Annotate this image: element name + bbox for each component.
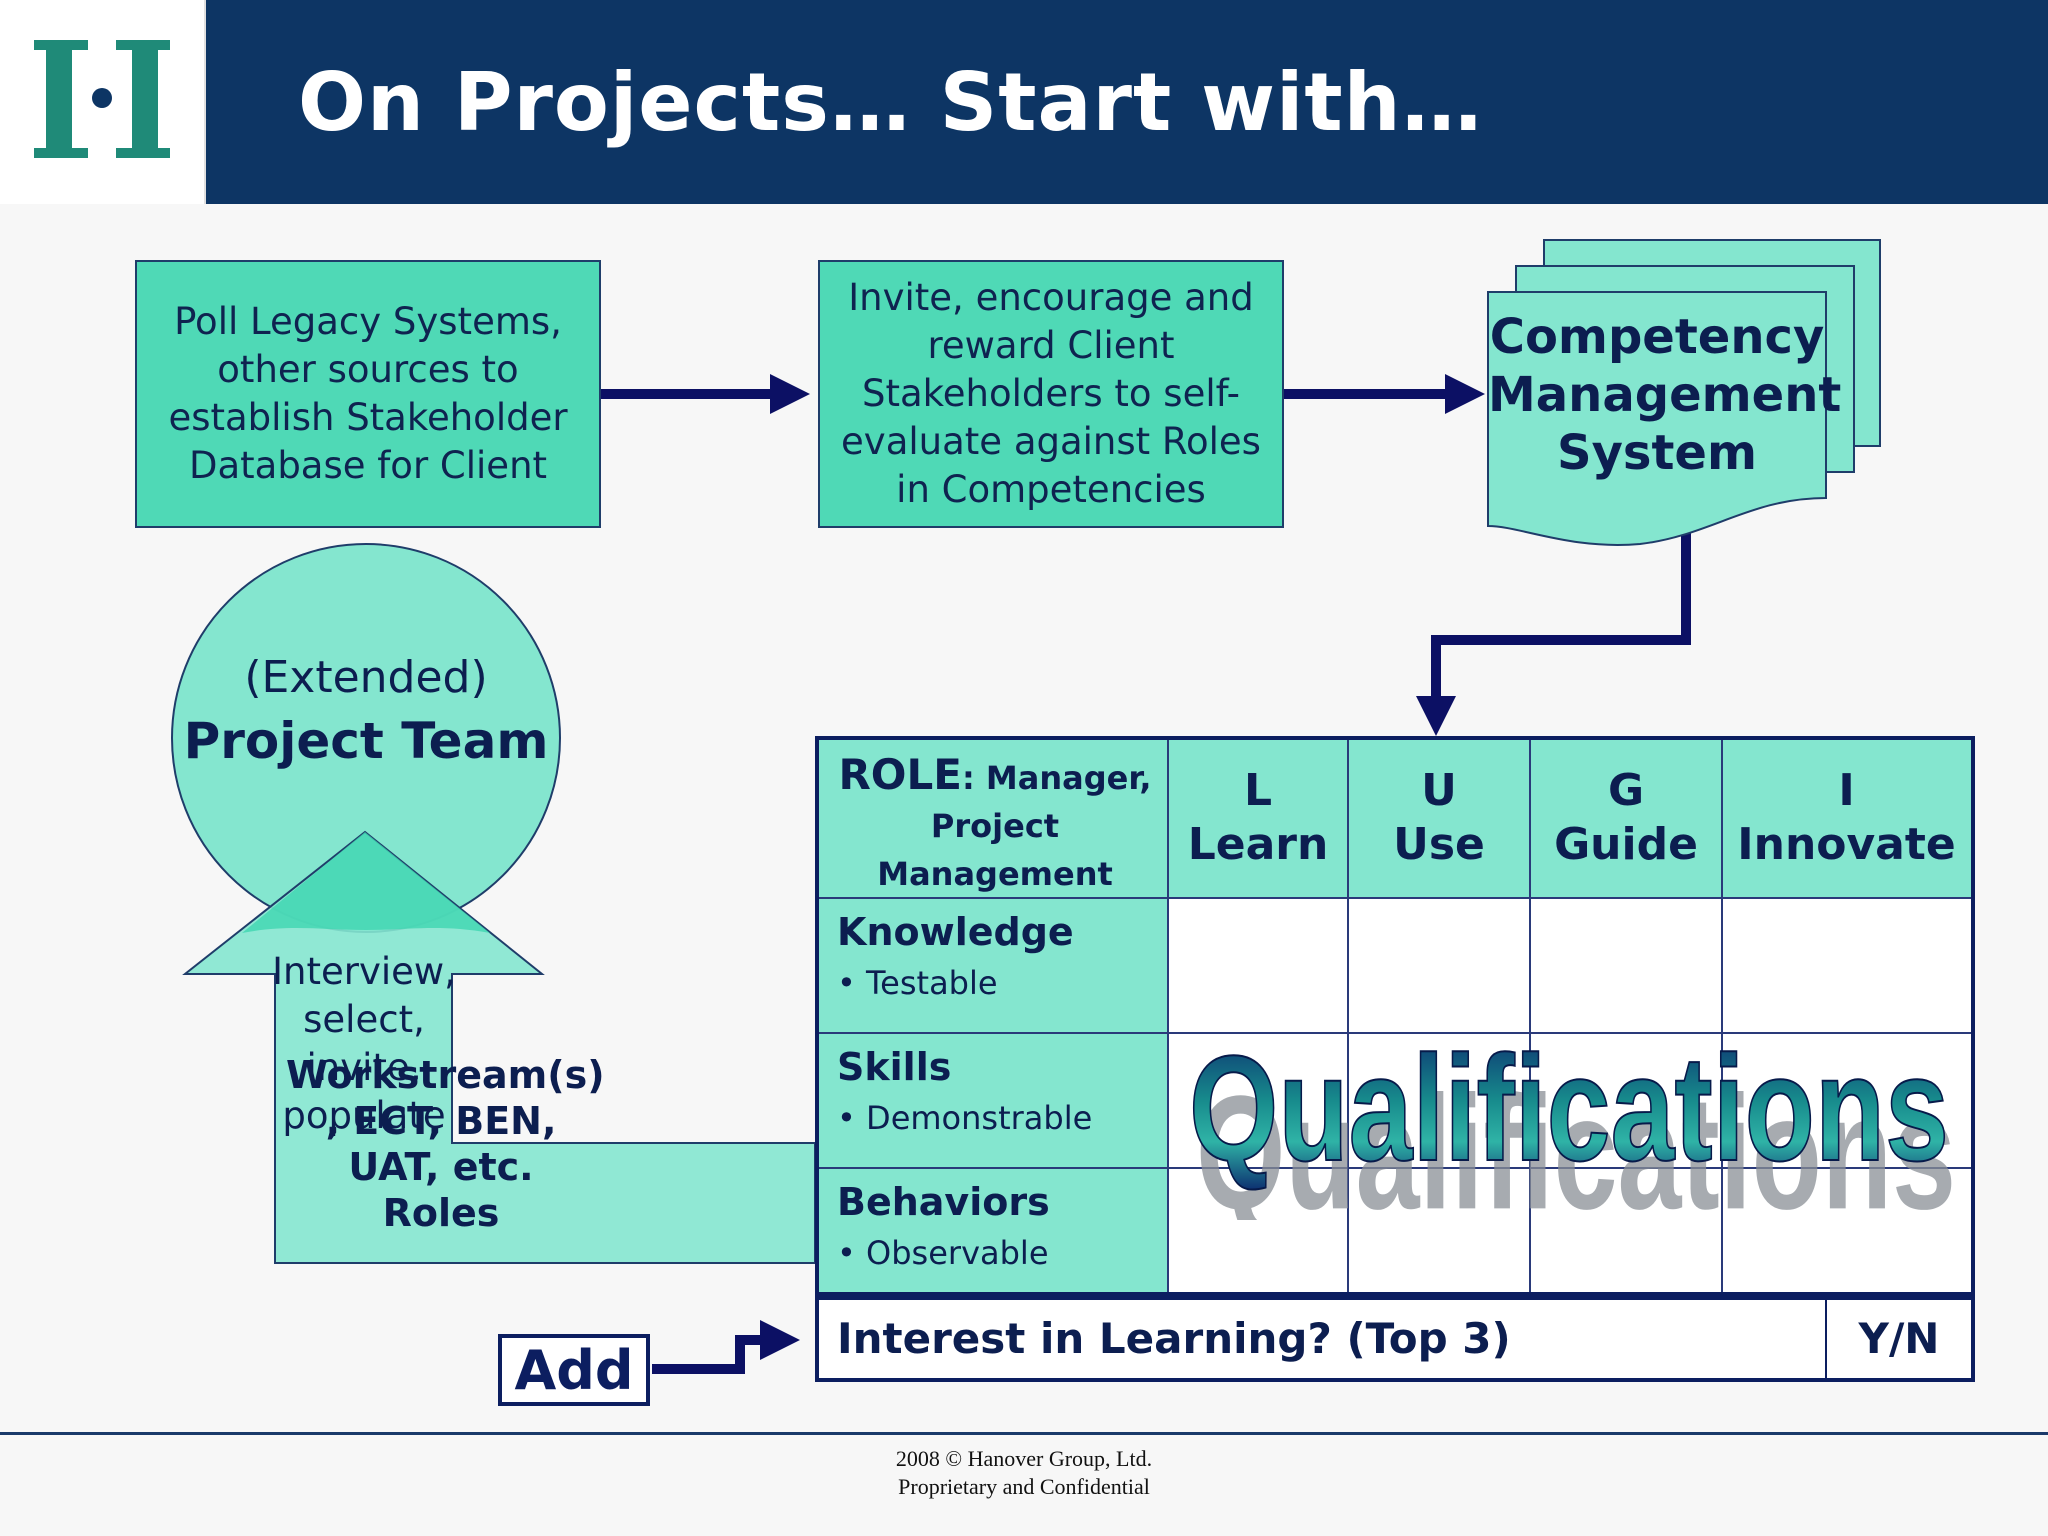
interview-text: Interview, [272,950,456,993]
guide-word: Guide [1554,819,1698,870]
cms-document-stack [1487,239,1881,546]
cms-label: Competency Management System [1488,309,1842,481]
footer-confidential: Proprietary and Confidential [898,1474,1150,1499]
invite-text: invite, [306,1046,422,1089]
knowledge-sub: • Testable [837,964,998,1002]
column-header-guide: G Guide [1530,764,1722,872]
page-title: On Projects… Start with… [298,56,1483,149]
use-letter: U [1421,765,1457,816]
extended-label: (Extended) [244,652,488,703]
yn-label: Y/N [1858,1314,1940,1363]
table-header-row [819,740,1971,898]
skills-title: Skills [837,1045,952,1089]
uat-text: UAT, etc. [348,1145,534,1189]
team-overlap [242,832,490,933]
learn-word: Learn [1187,819,1329,870]
innovate-word: Innovate [1737,819,1956,870]
arrow-text-roles: Workstream(s) , ECT, BEN, UAT, etc. Role… [286,1052,605,1236]
behaviors-sub: • Observable [837,1234,1049,1272]
row-head-behaviors: Behaviors • Observable [837,1180,1167,1272]
column-header-use: U Use [1348,764,1530,872]
arrow-cms-to-table [1416,520,1691,736]
use-word: Use [1393,819,1485,870]
workstream-text: Workstream(s) [286,1053,605,1097]
wordart-shadow: Qualifications [1196,1063,1956,1220]
role-table: ROLE: Manager, Project Management L Lear… [815,736,1975,1296]
role-value: : Manager, Project Management [877,759,1152,893]
poll-legacy-text: Poll Legacy Systems, other sources to es… [168,300,568,487]
interest-divider [1825,1300,1827,1378]
project-team-label: Project Team [183,712,549,770]
role-header-cell: ROLE: Manager, Project Management [825,754,1165,901]
wordart-text: Qualifications [1189,1024,1949,1192]
header-bar [0,0,2048,204]
column-header-learn: L Learn [1168,764,1348,872]
poll-legacy-box: Poll Legacy Systems, other sources to es… [135,260,601,528]
invite-stakeholders-box: Invite, encourage and reward Client Stak… [818,260,1284,528]
learn-letter: L [1243,765,1273,816]
innovate-letter: I [1838,765,1855,816]
interest-label: Interest in Learning? (Top 3) [837,1314,1511,1363]
populate-text: populate [282,1094,446,1137]
ect-ben-text: , ECT, BEN, [325,1099,557,1143]
skills-sub: • Demonstrable [837,1099,1093,1137]
select-text: select, [303,998,425,1041]
footer-divider [0,1432,2048,1435]
add-label: Add [514,1338,634,1402]
row-head-skills: Skills • Demonstrable [837,1045,1167,1137]
add-label-box: Add [498,1334,650,1406]
arrow-text-actions: Interview, select, invite, populate [270,948,458,1140]
column-header-innovate: I Innovate [1722,764,1971,872]
table-row-head-column [819,898,1168,1292]
roles-text: Roles [382,1191,500,1235]
hanover-logo [34,40,170,158]
arrow-add-to-interest [652,1320,800,1374]
table-gridlines [819,740,1971,1292]
interest-row: Interest in Learning? (Top 3) Y/N [815,1296,1975,1382]
behaviors-title: Behaviors [837,1180,1050,1224]
footer-copyright: 2008 © Hanover Group, Ltd. [895,1446,1153,1471]
guide-letter: G [1607,765,1645,816]
qualifications-wordart: Qualifications Qualifications [1189,1023,1956,1220]
knowledge-title: Knowledge [837,910,1074,954]
row-head-knowledge: Knowledge • Testable [837,910,1167,1002]
role-label: ROLE [838,750,962,799]
invite-stakeholders-text: Invite, encourage and reward Client Stak… [841,276,1261,511]
